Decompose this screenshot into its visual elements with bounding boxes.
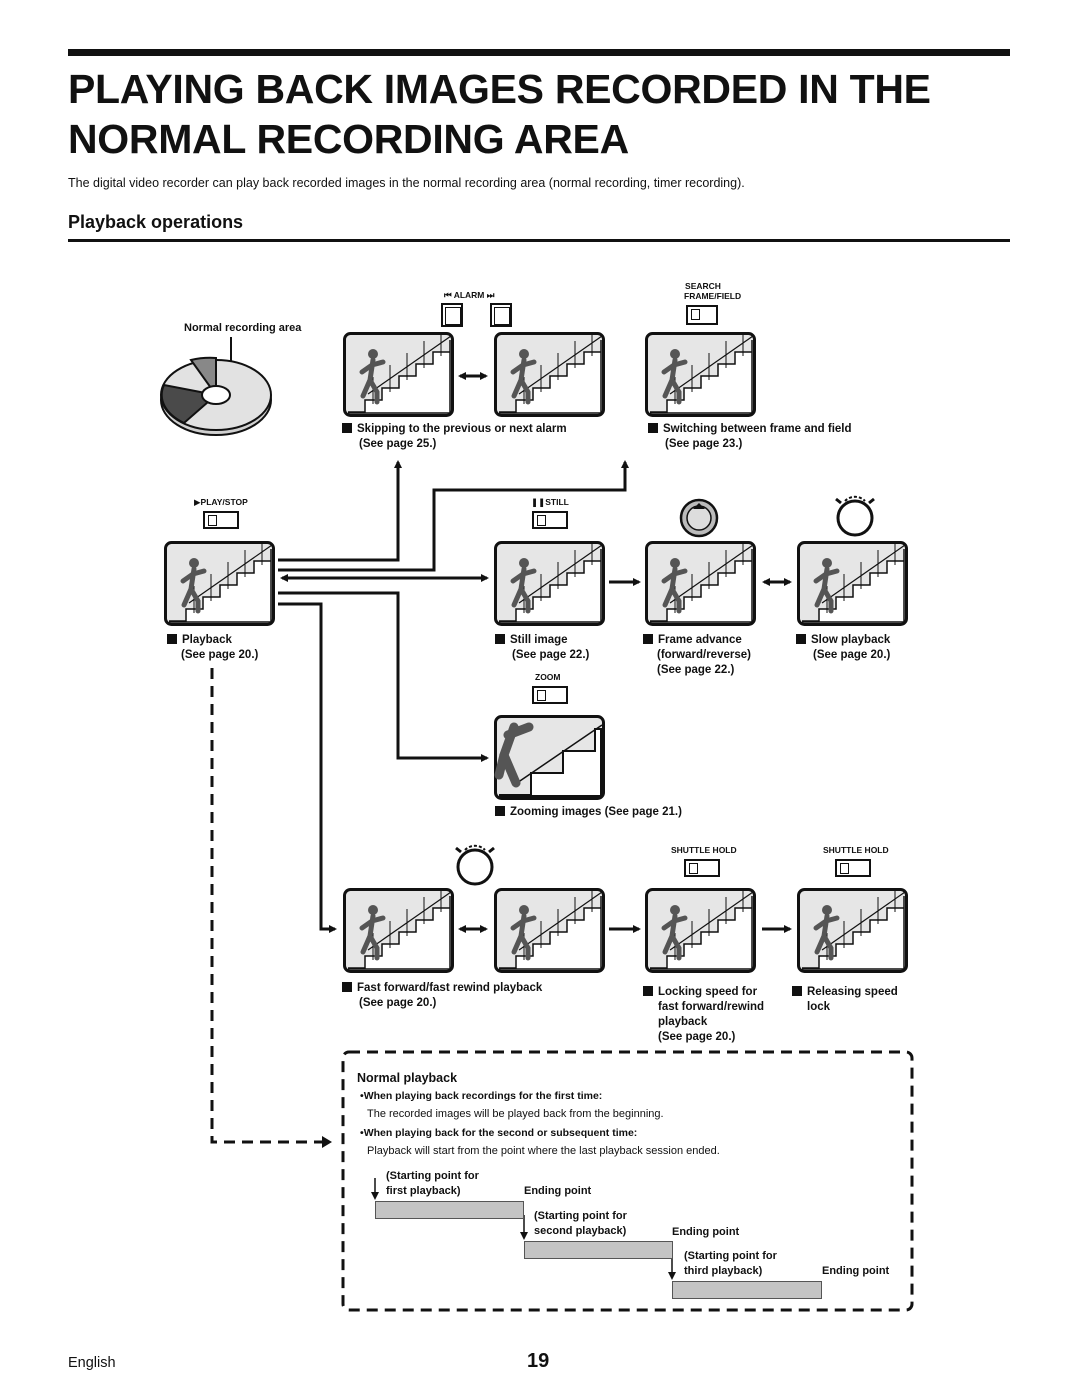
still-label: ❚❚STILL — [531, 497, 569, 507]
screen-alarm-next — [494, 329, 605, 422]
caption-release: Releasing speed lock — [792, 985, 898, 1015]
bullet-icon — [796, 634, 806, 644]
alarm-next-button[interactable] — [490, 303, 512, 327]
panel-text-1: The recorded images will be played back … — [367, 1108, 664, 1120]
caption-slow: Slow playback (See page 20.) — [796, 633, 890, 663]
disc-label: Normal recording area — [184, 322, 302, 334]
screen-zoom — [494, 715, 605, 805]
end-point-3: Ending point — [822, 1265, 890, 1277]
caption-lock: Locking speed for fast forward/rewind pl… — [643, 985, 764, 1045]
page-title: PLAYING BACK IMAGES RECORDED IN THE NORM… — [68, 64, 1010, 164]
skip-prev-icon: ⏮ — [444, 290, 452, 300]
caption-playback: Playback (See page 20.) — [167, 633, 258, 663]
frame-field-button[interactable] — [686, 305, 718, 325]
screen-still — [494, 538, 605, 631]
alarm-prev-button[interactable] — [441, 303, 463, 327]
bullet-icon — [342, 423, 352, 433]
caption-zoom: Zooming images (See page 21.) — [495, 805, 682, 820]
normal-playback-title: Normal playback — [357, 1071, 458, 1085]
stairs-figure-image — [494, 885, 605, 973]
caption-frame-advance: Frame advance (forward/reverse) (See pag… — [643, 633, 751, 678]
section-rule — [68, 239, 1010, 242]
start-point-3: (Starting point for third playback) — [684, 1250, 777, 1277]
stairs-figure-image — [645, 885, 756, 973]
zoom-button[interactable] — [532, 686, 568, 704]
stairs-figure-image — [494, 538, 605, 626]
caption-still: Still image (See page 22.) — [495, 633, 589, 663]
end-point-2: Ending point — [672, 1226, 740, 1238]
disc-illustration — [160, 356, 272, 436]
stairs-figure-image — [343, 329, 454, 417]
screen-lock — [645, 885, 756, 978]
pause-icon: ❚❚ — [531, 497, 546, 507]
panel-bullet-2: •When playing back for the second or sub… — [360, 1127, 638, 1139]
playback-timeline — [371, 1178, 676, 1280]
caption-ff: Fast forward/fast rewind playback (See p… — [342, 981, 542, 1011]
bullet-icon — [643, 986, 653, 996]
shuttle-ring-icon[interactable] — [832, 493, 878, 539]
stairs-figure-image — [494, 329, 605, 417]
page-title-line2: NORMAL RECORDING AREA — [68, 116, 629, 162]
bullet-icon — [643, 634, 653, 644]
page-title-line1: PLAYING BACK IMAGES RECORDED IN THE — [68, 66, 931, 112]
caption-skip: Skipping to the previous or next alarm (… — [342, 422, 567, 452]
jog-dial-icon[interactable] — [678, 497, 720, 539]
stairs-figure-image — [797, 885, 908, 973]
shuttle-hold-button-1[interactable] — [684, 859, 720, 877]
stairs-figure-image — [343, 885, 454, 973]
shuttle-ring-icon-ff[interactable] — [452, 842, 498, 888]
bullet-icon — [792, 986, 802, 996]
shuttle-hold-button-2[interactable] — [835, 859, 871, 877]
top-rule — [68, 49, 1010, 56]
screen-release — [797, 885, 908, 978]
zoom-label: ZOOM — [535, 672, 561, 682]
section-title: Playback operations — [68, 212, 244, 232]
screen-ff2 — [494, 885, 605, 978]
panel-text-2: Playback will start from the point where… — [367, 1145, 720, 1157]
play-stop-button[interactable] — [203, 511, 239, 529]
screen-slow — [797, 538, 908, 631]
stairs-figure-image — [164, 538, 275, 626]
screen-alarm-prev — [343, 329, 454, 422]
screen-ff — [343, 885, 454, 978]
stairs-figure-image — [645, 329, 756, 417]
playback-segment-3 — [672, 1281, 822, 1299]
stairs-figure-image — [494, 715, 605, 800]
play-stop-label: ▶PLAY/STOP — [194, 497, 248, 507]
bullet-icon — [167, 634, 177, 644]
start-point-1: (Starting point for first playback) — [386, 1170, 479, 1197]
screen-frame-field — [645, 329, 756, 422]
normal-playback-panel-border — [341, 1050, 914, 1312]
start-point-2: (Starting point for second playback) — [534, 1210, 627, 1237]
end-point-1: Ending point — [524, 1185, 592, 1197]
screen-playback — [164, 538, 275, 631]
shuttle-hold-label-1: SHUTTLE HOLD — [671, 845, 737, 855]
panel-bullet-1: •When playing back recordings for the fi… — [360, 1090, 603, 1102]
screen-frame-advance — [645, 538, 756, 631]
bullet-icon — [495, 806, 505, 816]
stairs-figure-image — [645, 538, 756, 626]
intro-text: The digital video recorder can play back… — [68, 176, 745, 190]
alarm-button-label: ⏮ ALARM ⏭ — [444, 290, 495, 300]
stairs-figure-image — [797, 538, 908, 626]
page-number: 19 — [527, 1350, 550, 1372]
search-frame-field-label: SEARCH FRAME/FIELD — [684, 281, 742, 301]
bullet-icon — [342, 982, 352, 992]
playback-segment-2 — [524, 1241, 673, 1259]
caption-switch: Switching between frame and field (See p… — [648, 422, 852, 452]
still-button[interactable] — [532, 511, 568, 529]
skip-next-icon: ⏭ — [486, 290, 495, 300]
bullet-icon — [648, 423, 658, 433]
bullet-icon — [495, 634, 505, 644]
shuttle-hold-label-2: SHUTTLE HOLD — [823, 845, 889, 855]
play-icon: ▶ — [194, 497, 201, 507]
playback-segment-1 — [375, 1201, 524, 1219]
footer-language: English — [68, 1355, 116, 1371]
